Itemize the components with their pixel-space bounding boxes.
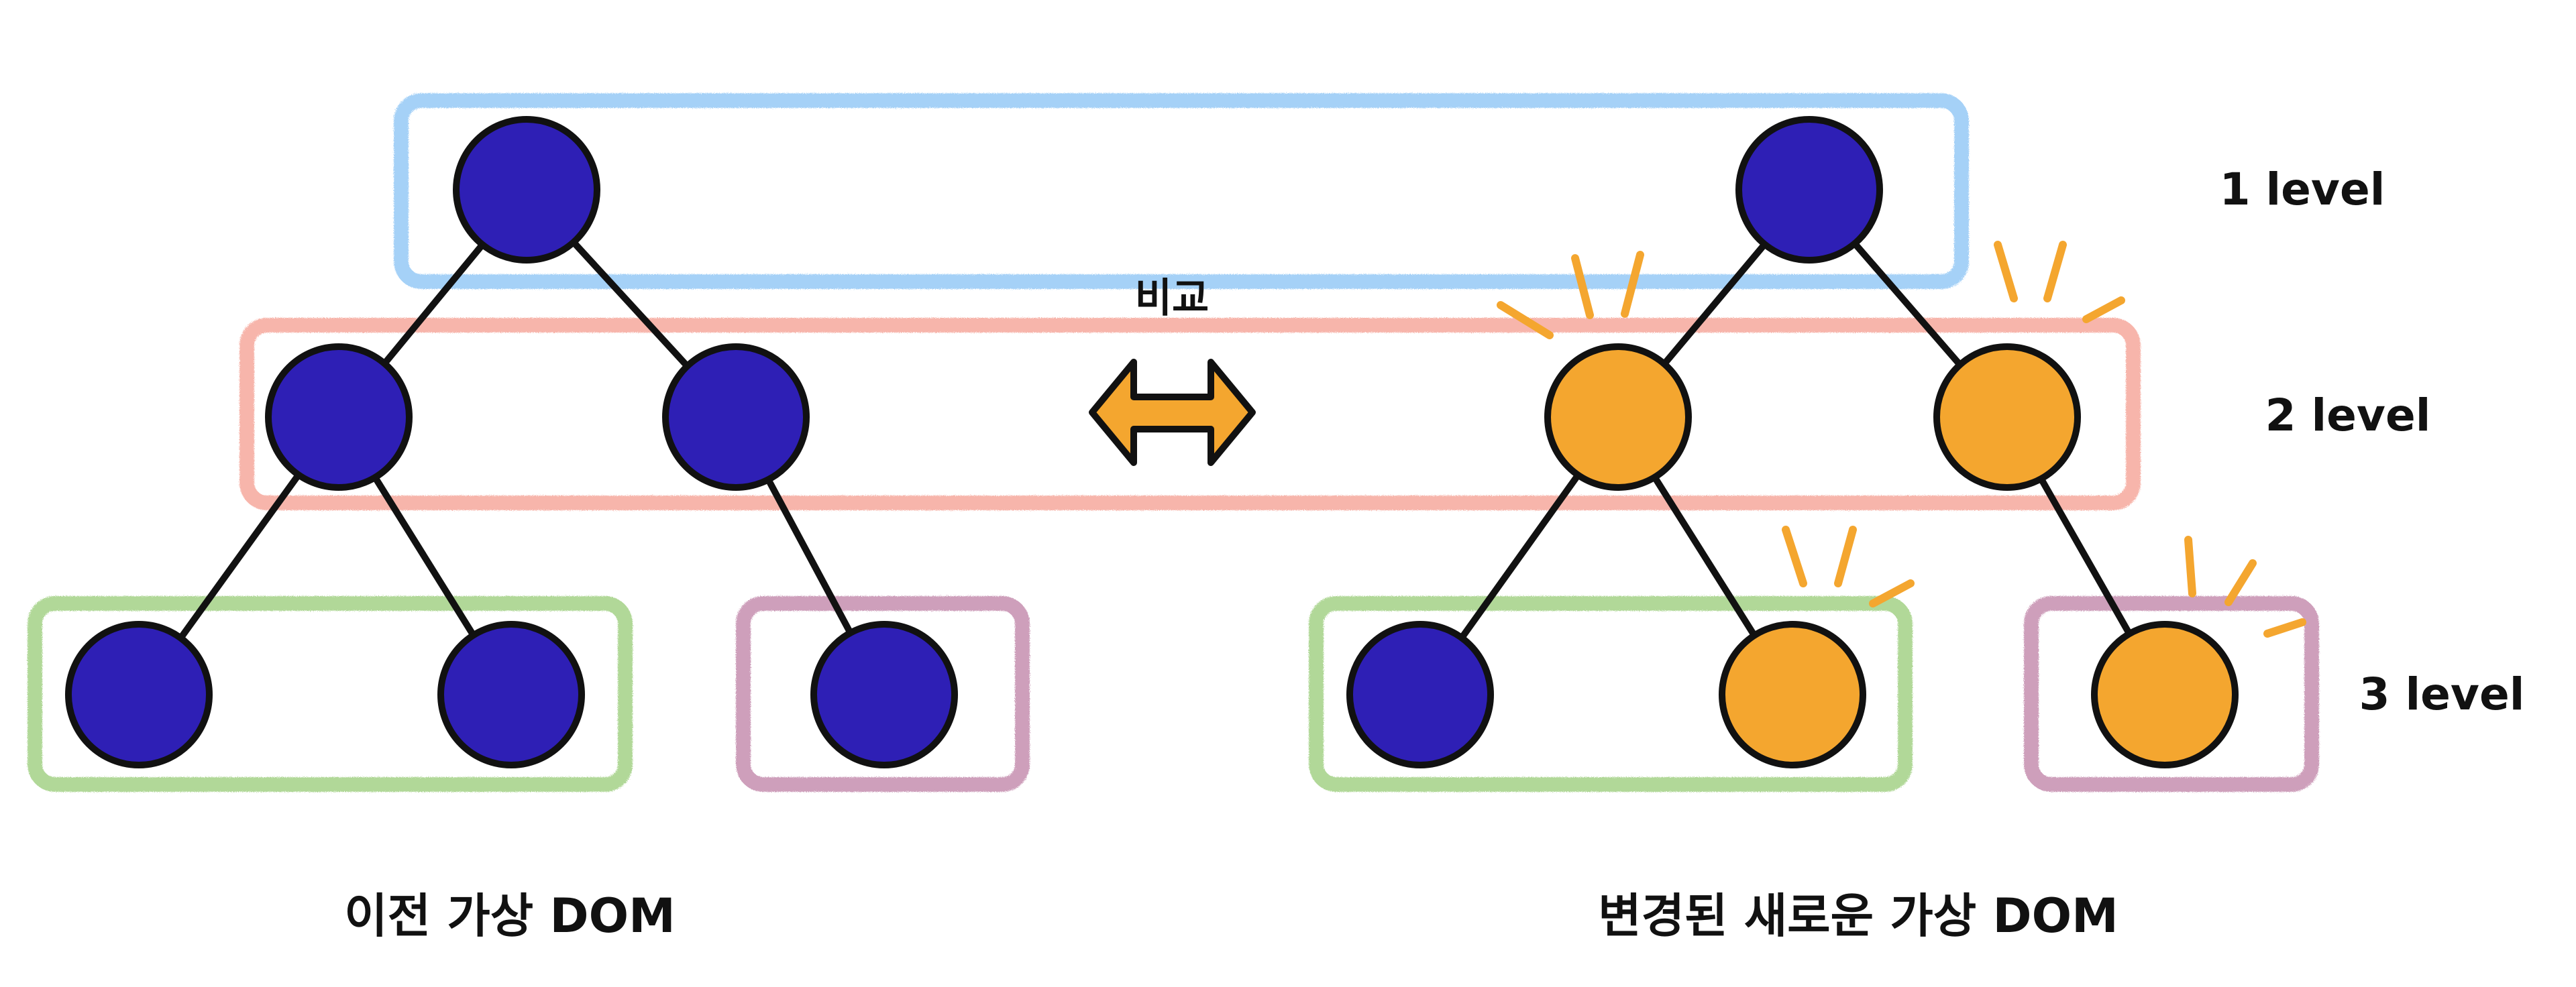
change-mark [2043, 241, 2067, 302]
prev-tree-title: 이전 가상 DOM [344, 888, 676, 943]
prev-level3-node [65, 621, 213, 768]
level1-label: 1 level [2220, 164, 2385, 215]
change-mark [1782, 526, 1807, 587]
prev-level2-node [265, 343, 413, 491]
change-mark [1834, 526, 1857, 587]
new-root-node [1735, 116, 1883, 264]
change-mark [2224, 559, 2257, 606]
change-mark [1497, 301, 1554, 339]
prev-level3-node [437, 621, 585, 768]
new-level3-node [1346, 621, 1494, 768]
new-tree-title: 변경된 새로운 가상 DOM [1598, 888, 2118, 943]
prev-level3-node [810, 621, 958, 768]
change-mark [2082, 296, 2125, 323]
new-level3-group-b-box [2024, 596, 2319, 792]
compare-label: 비교 [1135, 275, 1209, 322]
new-tree-nodes [1346, 116, 2239, 768]
change-mark [1994, 241, 2018, 302]
change-mark [1621, 251, 1644, 318]
level1-box [394, 93, 1969, 289]
double-arrow-icon [1089, 359, 1256, 466]
change-mark [1571, 254, 1594, 319]
prev-level2-node [662, 343, 810, 491]
change-mark [2263, 618, 2306, 638]
change-mark [2184, 536, 2196, 597]
new-level2-node [1933, 343, 2081, 491]
prev-tree-nodes [65, 116, 958, 768]
prev-level3-group-a-box [28, 596, 633, 792]
new-level2-node [1544, 343, 1692, 491]
level3-label: 3 level [2359, 669, 2525, 720]
new-level3-node [2091, 621, 2239, 768]
change-mark [1869, 579, 1915, 607]
prev-level3-group-b-box [736, 596, 1030, 792]
new-level3-group-a-box [1309, 596, 1913, 792]
level2-box [239, 318, 2141, 510]
new-level3-node [1719, 621, 1866, 768]
change-marks [1497, 241, 2306, 638]
level2-label: 2 level [2265, 390, 2431, 441]
prev-root-node [453, 116, 600, 264]
